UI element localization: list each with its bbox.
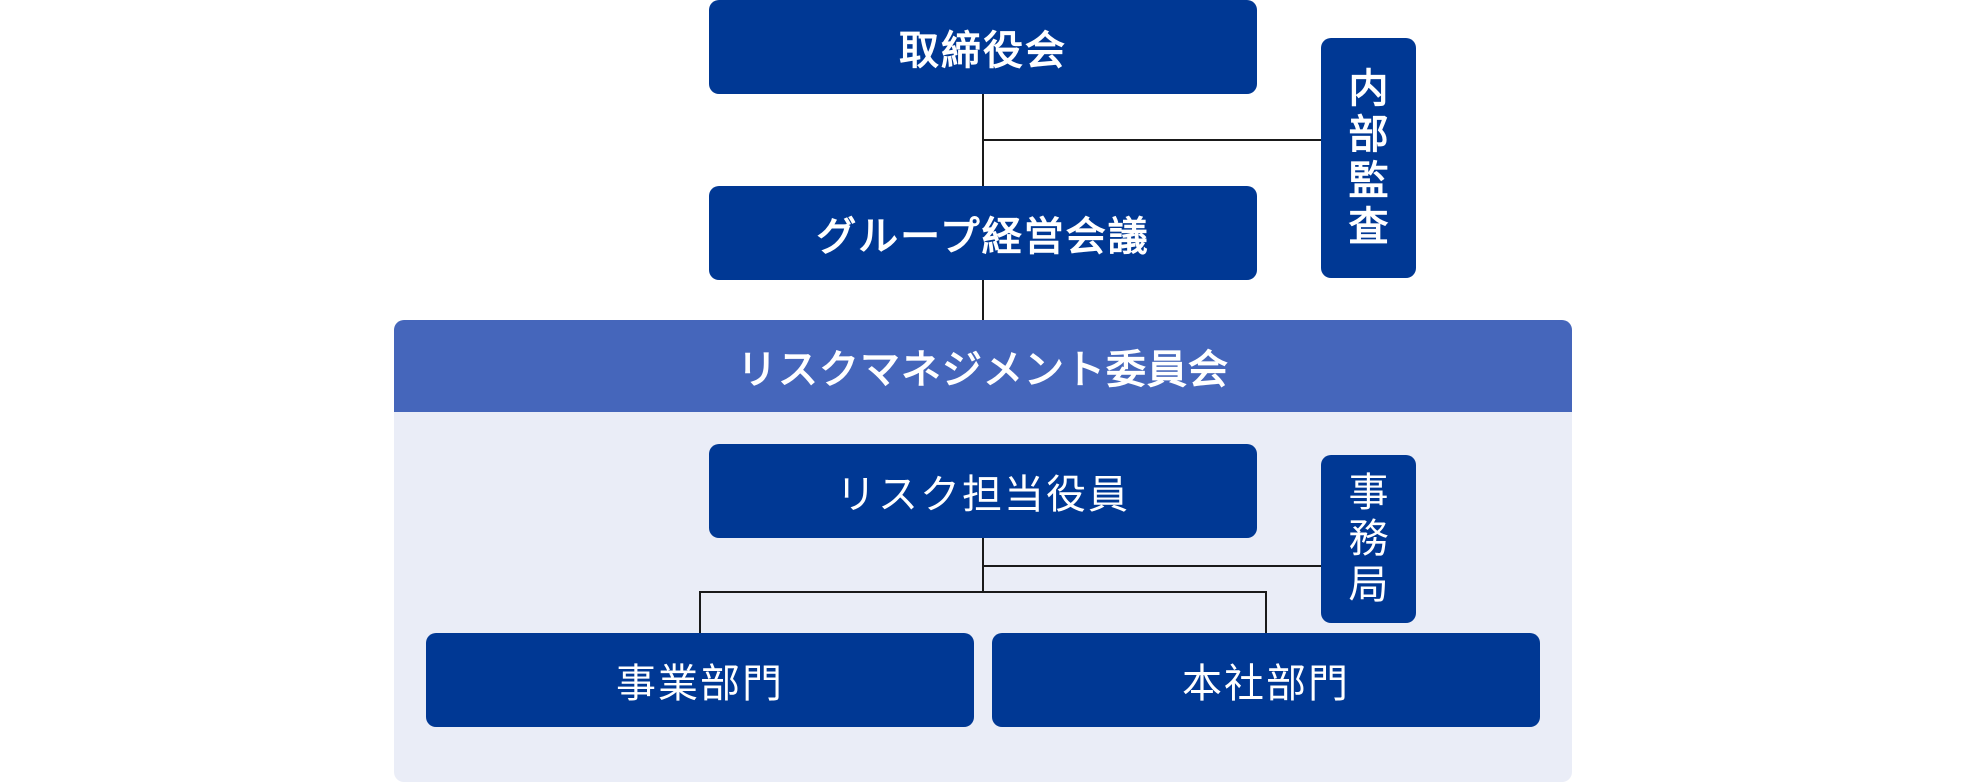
group-management-meeting-box: グループ経営会議 bbox=[709, 186, 1257, 280]
secretariat-char: 局 bbox=[1348, 562, 1389, 608]
connector-group-meeting-to-committee bbox=[982, 279, 984, 320]
internal-audit-char: 部 bbox=[1348, 112, 1389, 158]
internal-audit-char: 監 bbox=[1348, 158, 1389, 204]
connector-internal-audit bbox=[983, 139, 1321, 141]
board-of-directors-box: 取締役会 bbox=[709, 0, 1257, 94]
secretariat-char: 務 bbox=[1348, 516, 1389, 562]
business-division-box: 事業部門 bbox=[426, 633, 974, 727]
headquarters-division-box: 本社部門 bbox=[992, 633, 1540, 727]
secretariat-char: 事 bbox=[1348, 470, 1389, 516]
connector-secretariat bbox=[983, 565, 1321, 567]
risk-management-committee-header: リスクマネジメント委員会 bbox=[394, 320, 1572, 412]
risk-officer-box: リスク担当役員 bbox=[709, 444, 1257, 538]
internal-audit-char: 内 bbox=[1348, 66, 1389, 112]
connector-to-business-division bbox=[699, 591, 701, 633]
internal-audit-box: 内 部 監 査 bbox=[1321, 38, 1416, 278]
internal-audit-char: 査 bbox=[1348, 204, 1389, 250]
connector-to-headquarters-division bbox=[1265, 591, 1267, 633]
connector-divisions-horizontal bbox=[699, 591, 1267, 593]
secretariat-box: 事 務 局 bbox=[1321, 455, 1416, 623]
